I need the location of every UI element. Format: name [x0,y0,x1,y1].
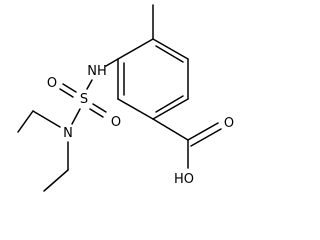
ring-carboxyl-bond [152,118,189,141]
nh-label: NH [87,64,107,79]
s-o-bottom-bond-b [89,108,104,118]
benzene-ring [117,38,189,120]
molecule-svg: NH S O O N O HO [17,4,234,192]
ring-double-inner-1 [155,45,184,63]
ring-bond-1 [152,38,189,60]
ring-double-inner-2 [155,95,184,113]
s-o-top-bond-b [59,88,74,98]
s-label: S [80,92,88,107]
o-carbonyl-label: O [224,116,234,131]
n-label: N [63,126,73,141]
s-o-bottom-bond-a [92,103,107,113]
ring-bond-6 [117,38,154,60]
o-bottom-label: O [111,115,121,130]
nh-s-bond [86,79,93,90]
ethyl-2-bond-b [43,169,69,192]
s-o-top-bond-a [62,83,77,93]
carbonyl-bond-a [187,122,219,141]
ethyl-1-bond-b [17,110,34,133]
ring-nh-bond [105,58,119,67]
o-top-label: O [47,76,57,91]
ring-bond-4 [117,98,154,120]
carbonyl-bond-b [190,128,222,147]
s-n-bond [71,108,81,125]
ethyl-1-bond-a [32,110,61,128]
oh-label: HO [174,172,194,187]
ring-bond-3 [152,98,189,120]
structure-diagram: NH S O O N O HO [17,4,234,192]
